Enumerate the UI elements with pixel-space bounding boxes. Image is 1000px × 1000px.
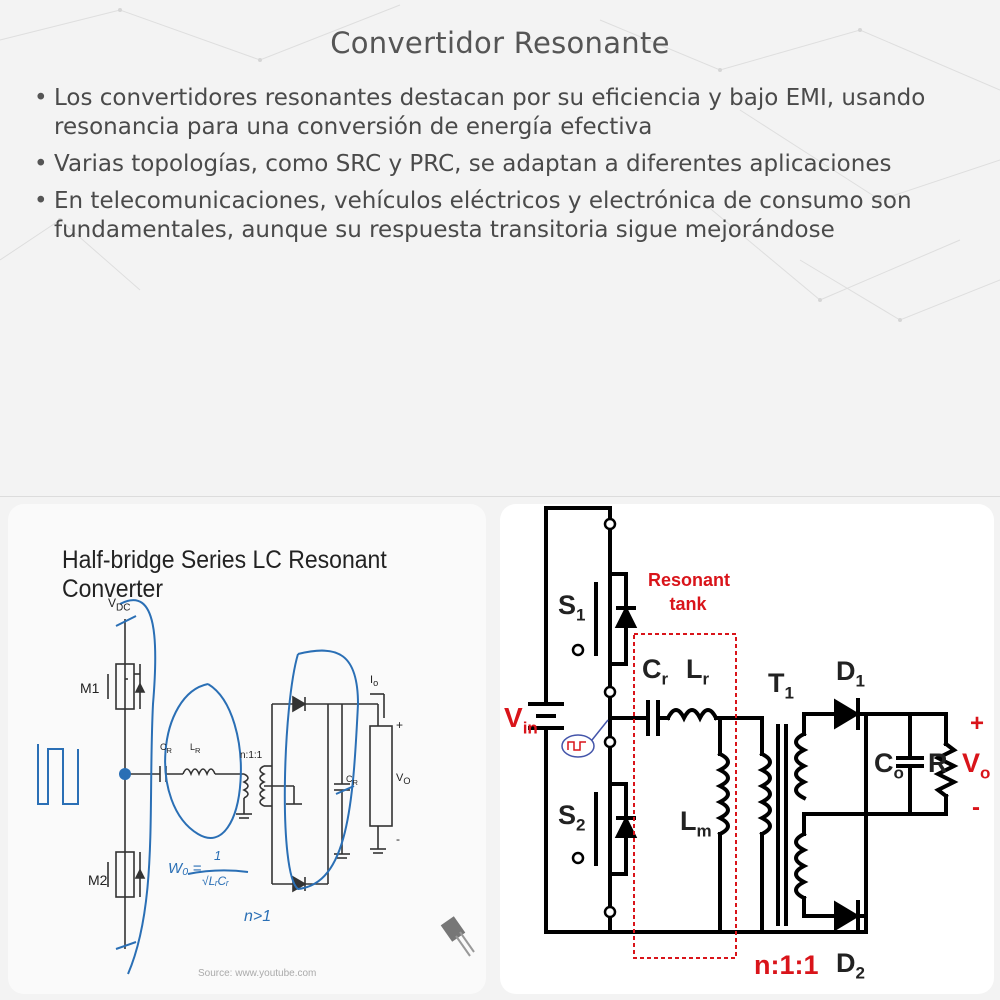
d1-label: D1 xyxy=(836,656,865,691)
turns-ratio-label: n:1:1 xyxy=(240,750,263,761)
lr-label: Lr xyxy=(686,654,710,689)
m1-label: M1 xyxy=(80,680,100,696)
plus-sign: + xyxy=(970,710,985,737)
formula-numerator: 1 xyxy=(214,848,222,863)
m2-label: M2 xyxy=(88,872,108,888)
cr-label: Cr xyxy=(642,654,669,689)
bullet-item: Los convertidores resonantes destacan po… xyxy=(32,84,972,142)
resonant-converter-schematic xyxy=(528,506,959,959)
minus-sign: - xyxy=(972,794,980,821)
page-title: Convertidor Resonante xyxy=(330,26,670,60)
lr-label: LR xyxy=(190,742,201,755)
bullet-item: Varias topologías, como SRC y PRC, se ad… xyxy=(32,150,972,179)
vin-label: Vin xyxy=(504,702,538,738)
s2-label: S2 xyxy=(558,800,586,835)
co-label: CR xyxy=(346,774,358,787)
omega-formula-lhs: W₀ = xyxy=(168,860,202,877)
n-condition-note: n>1 xyxy=(244,908,272,925)
image-source-caption: Source: www.youtube.com xyxy=(198,968,317,979)
cr-label: CR xyxy=(160,742,172,755)
half-bridge-schematic xyxy=(37,599,475,975)
s1-label: S1 xyxy=(558,590,586,625)
section-divider xyxy=(0,496,1000,497)
formula-denominator: √LᵣCᵣ xyxy=(202,874,229,888)
r-label: R xyxy=(928,748,948,778)
vo-label: Vo xyxy=(962,748,991,783)
bullet-item: En telecomunicaciones, vehículos eléctri… xyxy=(32,187,972,245)
lm-label: Lm xyxy=(680,806,712,841)
bullet-list: Los convertidores resonantes destacan po… xyxy=(32,84,972,253)
d2-label: D2 xyxy=(836,948,865,983)
transistor-photo xyxy=(440,916,475,957)
io-label: Io xyxy=(370,674,379,689)
vdc-label: VDC xyxy=(108,596,131,614)
vo-label: VO xyxy=(396,772,411,787)
diagram-heading: Half-bridge Series LC Resonant Converter xyxy=(62,546,387,603)
plus-sign: + xyxy=(396,718,404,732)
minus-sign: - xyxy=(396,832,400,846)
t1-label: T1 xyxy=(768,668,794,703)
turns-ratio-label: n:1:1 xyxy=(754,950,819,980)
co-label: Co xyxy=(874,748,904,783)
half-bridge-diagram-image: Half-bridge Series LC Resonant Converter xyxy=(8,504,486,994)
resonant-tank-box xyxy=(633,633,737,959)
